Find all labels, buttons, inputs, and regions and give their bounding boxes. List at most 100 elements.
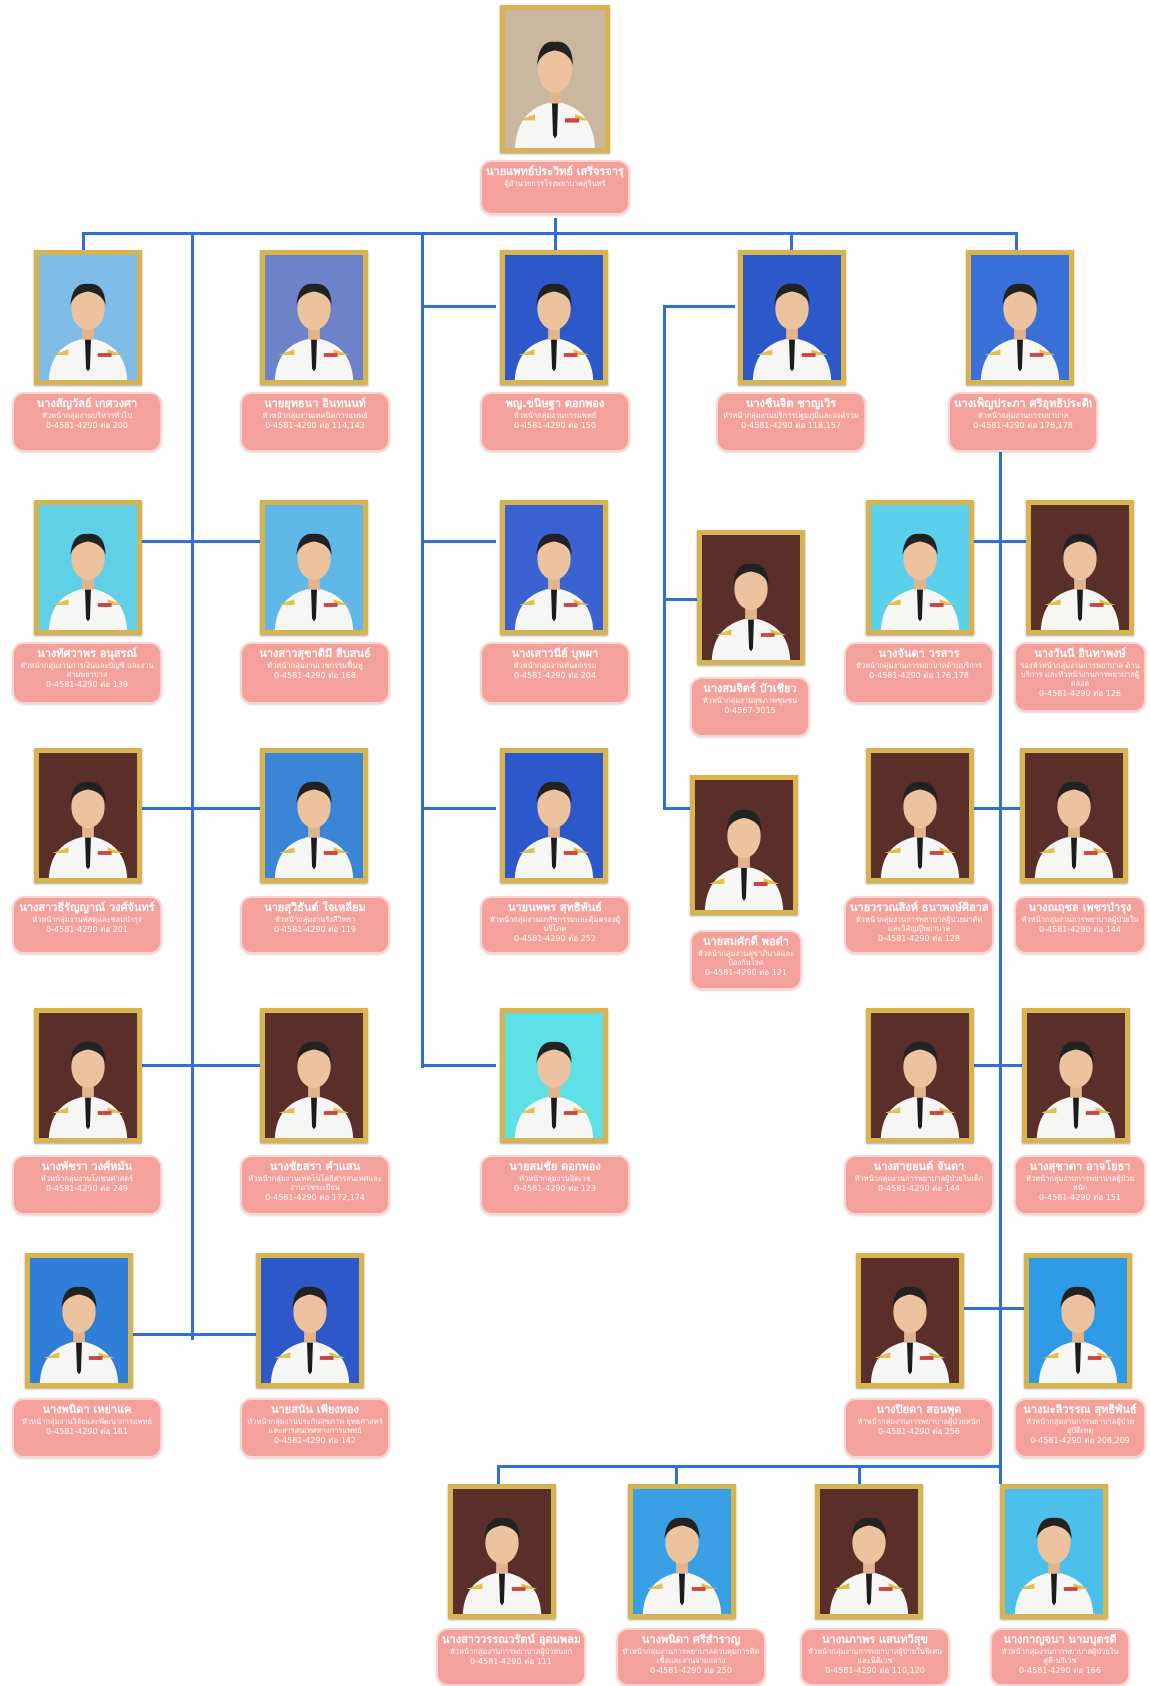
name-label: นายวรวณสิงห์ ธนาพงษ์ศิลาสหัวหน้ากลุ่มงาน… (844, 896, 994, 954)
portrait-graphic (265, 505, 363, 630)
name-label: นางสัญวัลย์ เกศวงศาหัวหน้ากลุ่มงานบริหาร… (12, 392, 162, 452)
person-position: หัวหน้ากลุ่มงานการพยาบาลผู้ป่วยใน (1021, 915, 1139, 924)
person-name: นางพนิดา เหย่าแค (42, 1403, 132, 1416)
person-phone: 0-4581-4290 ต่อ 119 (274, 925, 356, 934)
name-label: นางสุชาดา อาจโยธาหัวหน้ากลุ่มงานการพยาบา… (1014, 1155, 1146, 1215)
person-phone: 0-4581-4290 ต่อ 142 (274, 1436, 356, 1445)
person-position: หัวหน้ากลุ่มงานเทคนิคการแพทย์ (262, 411, 368, 420)
person-phone: 0-4581-4290 ต่อ 168 (274, 671, 356, 680)
person-name: นางสาววรรณวรัตน์ อุดมพลม (442, 1633, 580, 1646)
connector-line (82, 232, 85, 250)
person-phone: 0-4581-4290 ต่อ 111 (470, 1657, 552, 1666)
portrait-photo (866, 748, 974, 883)
connector-line (497, 1465, 1002, 1468)
person-position: หัวหน้ากลุ่มงานสุขภาพชุมชน (702, 696, 798, 705)
person-position: หัวหน้ากลุ่มงานบริการปฐมภูมิและองค์รวม (723, 411, 859, 420)
person-position: หัวหน้ากลุ่มงานการเงินและบัญชี และงานสาม… (20, 661, 154, 679)
portrait-graphic (743, 255, 841, 380)
person-name: นางชื่นจิต ชาญเวิร (745, 397, 837, 410)
portrait-graphic (265, 255, 363, 380)
portrait-photo (256, 1253, 364, 1388)
person-position: หัวหน้ากลุ่มงานการพยาบาลผู้ป่วยหนัก (857, 1417, 981, 1426)
person-phone: 0-4581-4290 ต่อ 123 (514, 1184, 596, 1193)
person-phone: 0-4581-4290 ต่อ 110,120 (825, 1666, 925, 1675)
portrait-graphic (695, 780, 793, 910)
portrait-graphic (1029, 1258, 1127, 1383)
portrait-graphic (633, 1489, 731, 1614)
name-label: นางสาวธีรัญญาณ์ วงศ์จันทร์หัวหน้ากลุ่มงา… (12, 896, 162, 954)
connector-line (1015, 232, 1018, 250)
connector-line (82, 232, 1018, 235)
person-phone: 0-4581-4290 ต่อ 250 (650, 1666, 732, 1675)
name-label: นายนพพร สุทธิพันธ์หัวหน้ากลุ่มงานเภสัชกร… (480, 896, 630, 954)
portrait-graphic (505, 505, 603, 630)
connector-line (421, 1064, 496, 1067)
portrait-photo (500, 5, 610, 153)
person-phone: 0-4581-4290 ต่อ 181 (46, 1427, 128, 1436)
portrait-photo (260, 1008, 368, 1143)
name-label: นางณฤชล เพชรบำรุงหัวหน้ากลุ่มงานการพยาบา… (1014, 896, 1146, 954)
person-position: หัวหน้ากลุ่มงานจิตเวช (519, 1174, 591, 1183)
person-name: นางสายยนต์ จันดา (873, 1160, 965, 1173)
person-name: นางปิยดา สอนพุด (876, 1403, 962, 1416)
connector-line (971, 807, 1020, 810)
portrait-graphic (871, 505, 969, 630)
person-name: นางพนิดา ศรีสำราญ (641, 1633, 741, 1646)
portrait-graphic (505, 753, 603, 878)
connector-line (663, 305, 735, 308)
person-phone: 0-4581-4290 ต่อ 172,174 (265, 1193, 365, 1202)
portrait-photo (1022, 1008, 1130, 1143)
portrait-photo (866, 1008, 974, 1143)
person-name: นายสุวิธันต์ ใจเหลี่ยม (264, 901, 366, 914)
name-label: นางจันดา วรสารหัวหน้ากลุ่มงานการพยาบาลด้… (844, 642, 994, 704)
person-position: หัวหน้ากลุ่มงานการพยาบาลด้านบริการ (855, 661, 983, 670)
person-position: หัวหน้ากลุ่มงานประกันสุขภาพ ยุทธศาสตร์แล… (247, 1417, 383, 1435)
person-phone: 0-4581-4290 ต่อ 204 (514, 671, 596, 680)
person-name: นายสนั่น เพียงทอง (271, 1403, 359, 1416)
person-position: หัวหน้ากลุ่มงานรังสีวิทยา (274, 915, 356, 924)
name-label: นางเสาวนีย์ บุพผาหัวหน้ากลุ่มงานทันตกรรม… (480, 642, 630, 704)
person-phone: 0-4567-3015 (724, 706, 776, 715)
person-name: นางทัศวาพร อนุสรณ์ (37, 647, 137, 660)
name-label: นางสาววรรณวรัตน์ อุดมพลมหัวหน้ากลุ่มงานก… (436, 1628, 586, 1686)
person-name: นางสุชาดา อาจโยธา (1029, 1160, 1131, 1173)
connector-line (999, 1465, 1002, 1484)
person-name: นางมะลิวรรณ สุทธิพันธ์ (1023, 1403, 1137, 1416)
person-position: หัวหน้ากลุ่มงานเภสัชกรรมและคุ้มครองผู้บร… (489, 915, 621, 933)
portrait-photo (628, 1484, 736, 1619)
name-label: นางมะลิวรรณ สุทธิพันธ์หัวหน้ากลุ่มงานการ… (1014, 1398, 1146, 1458)
connector-line (421, 807, 496, 810)
portrait-graphic (1027, 1013, 1125, 1138)
person-phone: 0-4581-4290 ต่อ 208,209 (1030, 1436, 1130, 1445)
person-position: หัวหน้ากลุ่มงานการพยาบาลควบคุมการติดเชื้… (622, 1647, 760, 1665)
person-phone: 0-4581-4290 ต่อ 252 (514, 934, 596, 943)
portrait-photo (500, 500, 608, 635)
portrait-graphic (871, 753, 969, 878)
person-position: รองหัวหน้ากลุ่มงานการพยาบาล ด้านบริการ แ… (1020, 661, 1140, 688)
person-position: หัวหน้ากลุ่มงานการแพทย์ (513, 411, 597, 420)
portrait-photo (500, 1008, 608, 1143)
portrait-photo (1020, 748, 1128, 883)
connector-line (497, 1465, 500, 1484)
person-position: หัวหน้ากลุ่มงานการพยาบาลผู้ป่วยในสูติ-นร… (1001, 1647, 1119, 1665)
person-phone: 0-4581-4290 ต่อ 249 (46, 1184, 128, 1193)
person-name: นายนพพร สุทธิพันธ์ (507, 901, 603, 914)
person-position: หัวหน้ากลุ่มงานการพยาบาล (977, 411, 1069, 420)
person-name: นางสมจิตร์ บัวเชียว (703, 682, 797, 695)
portrait-graphic (1025, 753, 1123, 878)
name-label: นางชื่นจิต ชาญเวิรหัวหน้ากลุ่มงานบริการป… (716, 392, 866, 452)
person-name: นางณฤชล เพชรบำรุง (1028, 901, 1132, 914)
connector-line (142, 807, 264, 810)
person-name: นางจันดา วรสาร (878, 647, 960, 660)
person-position: หัวหน้ากลุ่มงานการพยาบาลผู้ป่วยผ่าตัด แล… (855, 915, 983, 933)
person-position: หัวหน้ากลุ่มงานการพยาบาลผู้ป่วยในเด็ก (854, 1174, 984, 1183)
name-label: นางพนิดา ศรีสำราญหัวหน้ากลุ่มงานการพยาบา… (616, 1628, 766, 1686)
connector-line (663, 305, 666, 810)
portrait-photo (1000, 1484, 1108, 1619)
name-label: นางกาญจนา นามบุตรดีหัวหน้ากลุ่มงานการพยา… (990, 1628, 1130, 1686)
portrait-photo (34, 748, 142, 883)
portrait-graphic (265, 1013, 363, 1138)
name-label: นายสนั่น เพียงทองหัวหน้ากลุ่มงานประกันสุ… (240, 1398, 390, 1458)
